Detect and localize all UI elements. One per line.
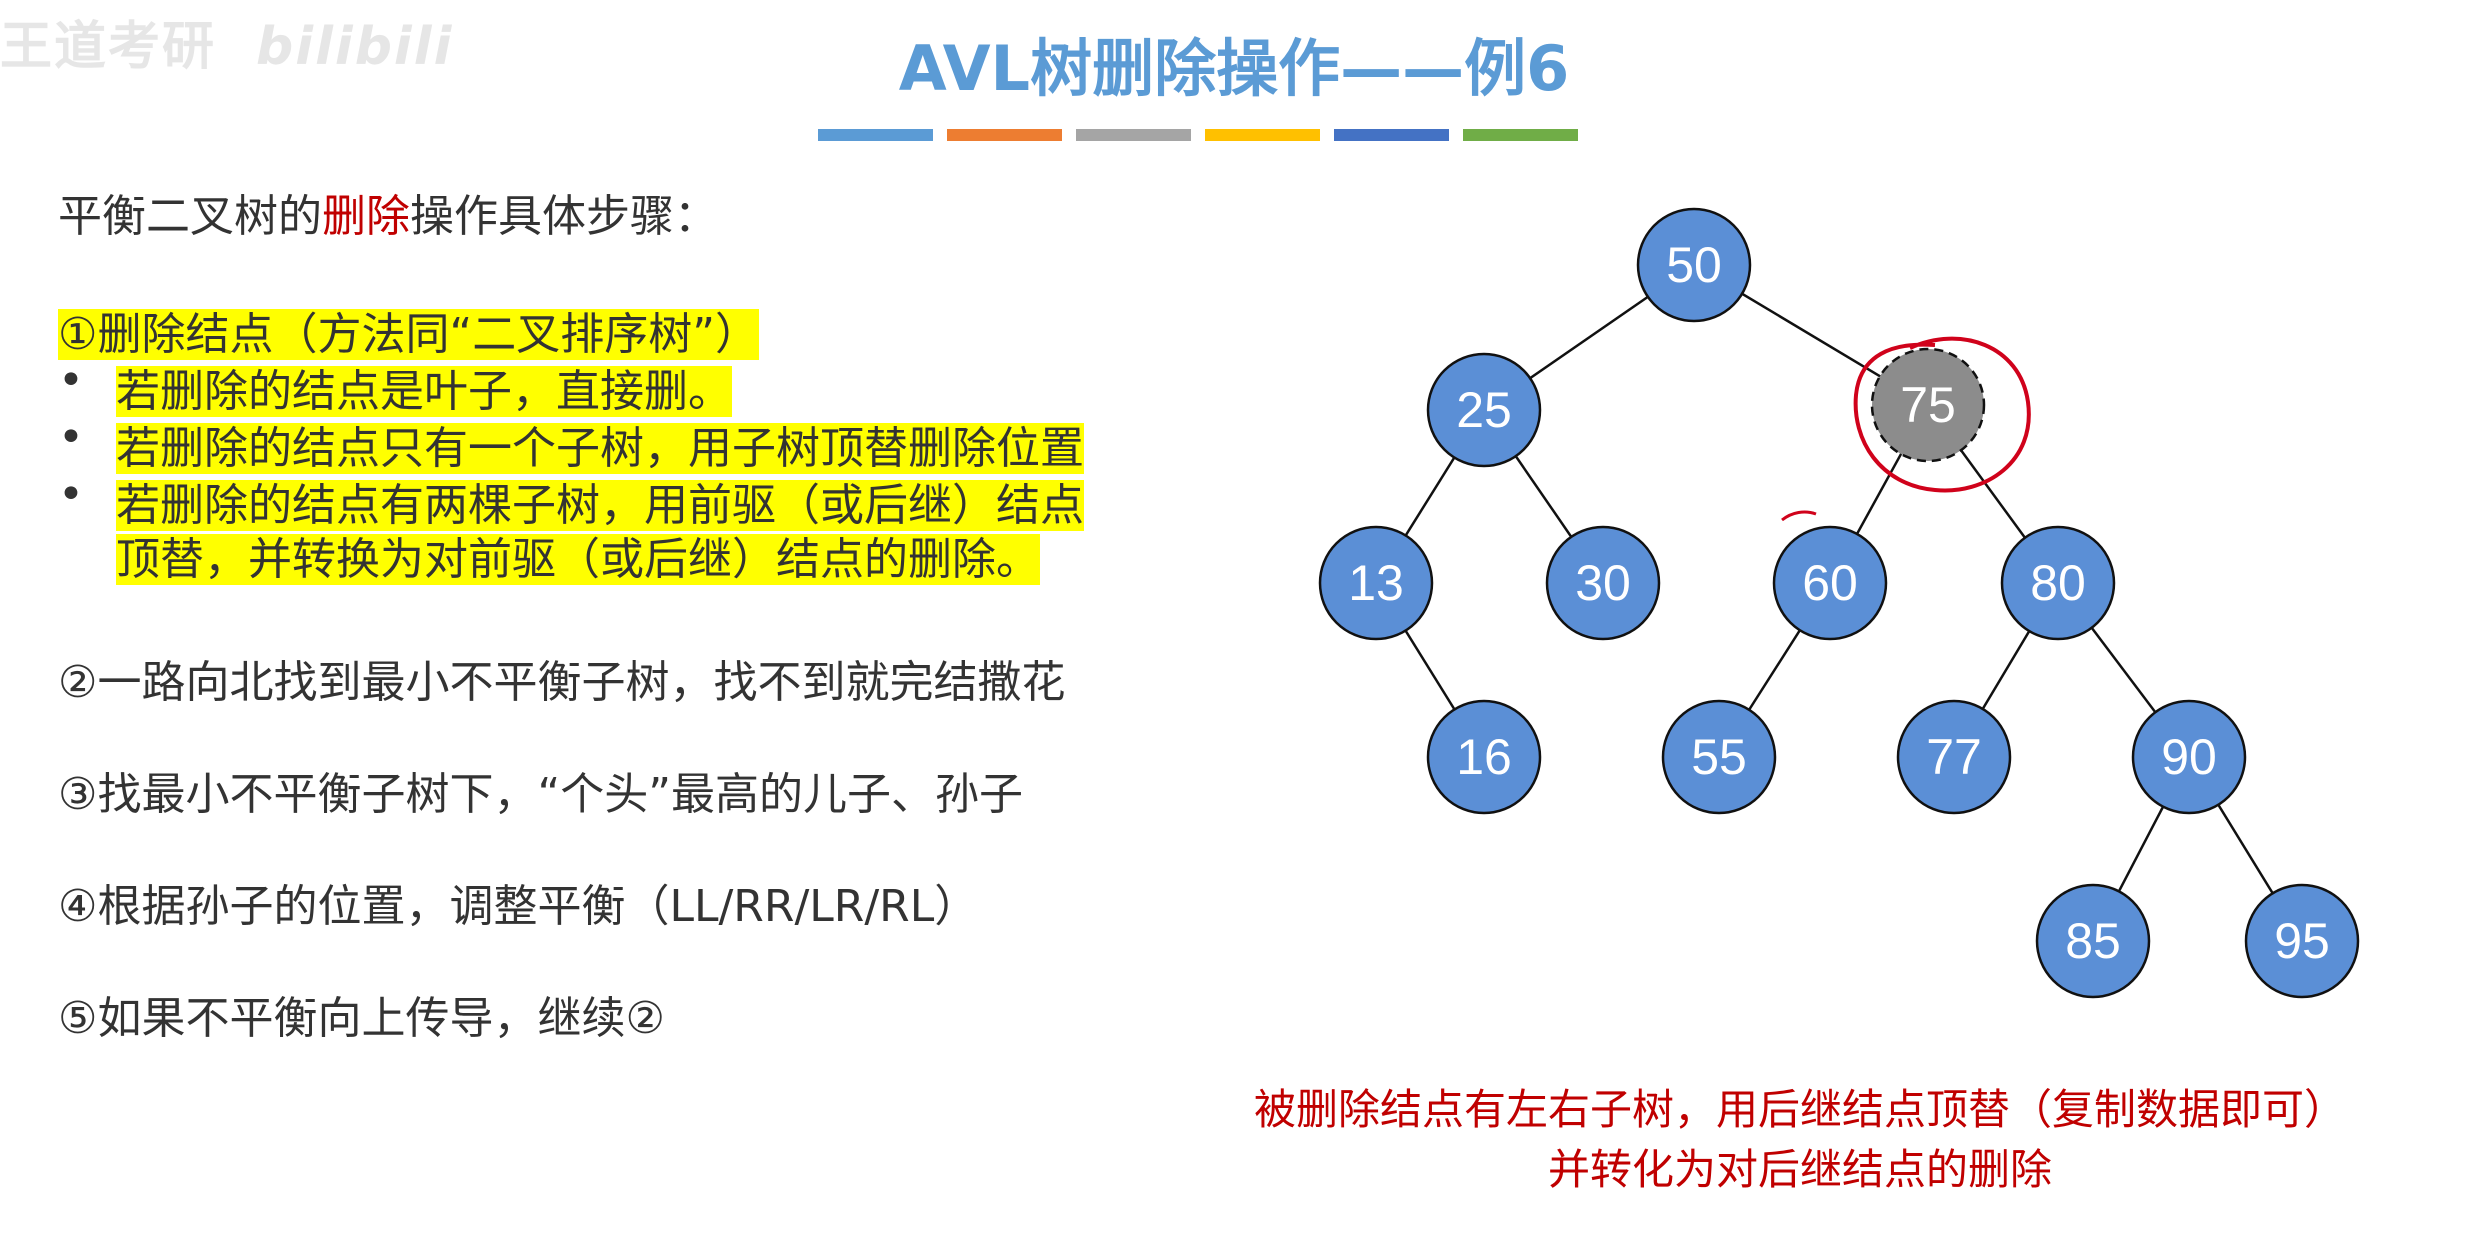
bullet-icon: • (58, 469, 84, 520)
step1-bullet-1: • 若删除的结点是叶子，直接删。 (58, 355, 732, 419)
tree-node-circle (1426, 699, 1542, 815)
step-5: ⑤如果不平衡向上传导，继续② (58, 993, 665, 1044)
tree-node-circle (2244, 883, 2360, 999)
tree-node-13: 13 (1318, 525, 1434, 641)
tree-node-30: 30 (1545, 525, 1661, 641)
bullet-icon: • (58, 412, 84, 463)
intro-line: 平衡二叉树的删除操作具体步骤： (58, 180, 718, 244)
tree-node-circle (1636, 207, 1752, 323)
tree-node-circle (1870, 347, 1986, 463)
tree-node-circle (1661, 699, 1777, 815)
step1-bullet-3-text-continued: 顶替，并转换为对前驱（或后继）结点的删除。 (116, 534, 1040, 585)
intro-suffix: 操作具体步骤： (410, 191, 718, 242)
step1-bullet-2: • 若删除的结点只有一个子树，用子树顶替删除位置 (58, 412, 1084, 476)
color-bar-green (1463, 129, 1578, 141)
tree-node-label: 55 (1691, 729, 1747, 785)
deletion-annotation-circle (1853, 336, 2031, 493)
tree-node-label: 77 (1926, 729, 1982, 785)
tree-node-label: 30 (1575, 555, 1631, 611)
tree-node-25: 25 (1426, 352, 1542, 468)
intro-emphasis: 删除 (322, 191, 410, 242)
tree-node-circle (1896, 699, 2012, 815)
step1-bullet-3: • 若删除的结点有两棵子树，用前驱（或后继）结点 (58, 469, 1084, 533)
tree-node-label: 25 (1456, 382, 1512, 438)
tree-node-circle (2000, 525, 2116, 641)
caption: 被删除结点有左右子树，用后继结点顶替（复制数据即可） 并转化为对后继结点的删除 (1190, 1080, 2410, 1200)
tree-node-label: 16 (1456, 729, 1512, 785)
tree-node-circle (2035, 883, 2151, 999)
tree-node-77: 77 (1896, 699, 2012, 815)
tree-node-circle (2131, 699, 2247, 815)
tree-node-circle (1545, 525, 1661, 641)
watermark-text: 王道考研 (0, 17, 217, 77)
bullet-icon: • (58, 355, 84, 406)
tree-node-90: 90 (2131, 699, 2247, 815)
watermark: 王道考研 bilibili (0, 4, 453, 79)
tree-node-55: 55 (1661, 699, 1777, 815)
tree-node-16: 16 (1426, 699, 1542, 815)
watermark-brand-logo: bilibili (256, 17, 454, 77)
tree-node-circle (1426, 352, 1542, 468)
tree-node-50: 50 (1636, 207, 1752, 323)
tree-node-80: 80 (2000, 525, 2116, 641)
tree-node-95: 95 (2244, 883, 2360, 999)
color-bar-blue (818, 129, 933, 141)
step1-heading: ①删除结点（方法同“二叉排序树”） (58, 298, 760, 362)
step-4: ④根据孙子的位置，调整平衡（LL/RR/LR/RL） (58, 881, 979, 932)
tree-node-circle (1772, 525, 1888, 641)
tree-node-label: 60 (1802, 555, 1858, 611)
step1-bullet-1-text: 若删除的结点是叶子，直接删。 (116, 366, 732, 417)
intro-prefix: 平衡二叉树的 (58, 191, 322, 242)
step-3: ③找最小不平衡子树下，“个头”最高的儿子、孙子 (58, 769, 1024, 820)
step1-heading-text: ①删除结点（方法同“二叉排序树”） (58, 309, 760, 360)
caption-line-1: 被删除结点有左右子树，用后继结点顶替（复制数据即可） (1253, 1085, 2346, 1134)
tree-node-label: 80 (2030, 555, 2086, 611)
tree-node-85: 85 (2035, 883, 2151, 999)
tree-node-label: 85 (2065, 913, 2121, 969)
caption-line-2: 并转化为对后继结点的删除 (1547, 1145, 2052, 1194)
tree-node-60: 60 (1772, 525, 1888, 641)
color-bar-darkblue (1334, 129, 1449, 141)
tree-node-75: 75 (1870, 347, 1986, 463)
tree-node-label: 95 (2274, 913, 2330, 969)
step1-bullet-3-continued: 顶替，并转换为对前驱（或后继）结点的删除。 (58, 523, 1040, 587)
step-2: ②一路向北找到最小不平衡子树，找不到就完结撒花 (58, 657, 1066, 708)
tree-node-label: 13 (1348, 555, 1404, 611)
color-bar-gray (1076, 129, 1191, 141)
annotation-mark (1781, 510, 1817, 522)
tree-node-label: 50 (1666, 237, 1722, 293)
tree-node-label: 75 (1900, 377, 1956, 433)
step1-bullet-3-text: 若删除的结点有两棵子树，用前驱（或后继）结点 (116, 480, 1084, 531)
slide-title: AVL树删除操作——例6 (898, 32, 1570, 105)
step1-bullet-2-text: 若删除的结点只有一个子树，用子树顶替删除位置 (116, 423, 1084, 474)
tree-node-circle (1318, 525, 1434, 641)
color-bar-orange (947, 129, 1062, 141)
tree-node-label: 90 (2161, 729, 2217, 785)
color-bar-yellow (1205, 129, 1320, 141)
